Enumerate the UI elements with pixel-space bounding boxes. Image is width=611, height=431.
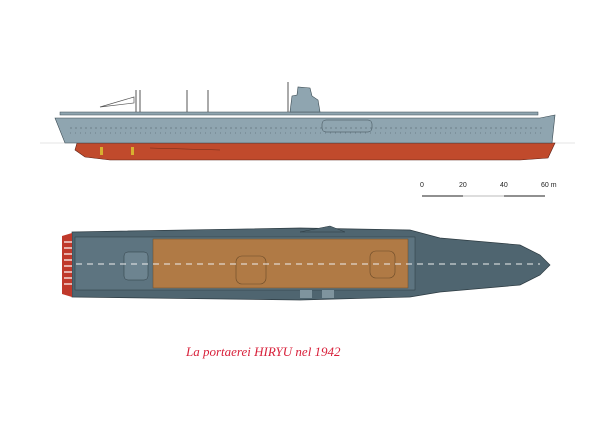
crane (99, 96, 135, 108)
propeller (131, 147, 134, 155)
island-superstructure (289, 86, 321, 113)
elevator (235, 255, 267, 285)
island-top (299, 225, 346, 233)
scale-label-60: 60 m (541, 182, 557, 189)
top-plan-view (62, 225, 551, 301)
funnel (300, 290, 312, 298)
scale-label-0: 0 (420, 182, 424, 189)
flight-deck-edge (59, 111, 539, 116)
scale-label-20: 20 (459, 182, 467, 189)
funnel (322, 290, 334, 298)
red-lower-hull (74, 142, 556, 161)
gray-upper-hull (54, 114, 556, 144)
elevator (123, 251, 149, 281)
caption: La portaerei HIRYU nel 1942 (186, 344, 341, 359)
stern-stripes (62, 233, 72, 297)
scale-label-40: 40 (500, 182, 508, 189)
propeller (100, 147, 103, 155)
side-profile-view (54, 82, 556, 161)
